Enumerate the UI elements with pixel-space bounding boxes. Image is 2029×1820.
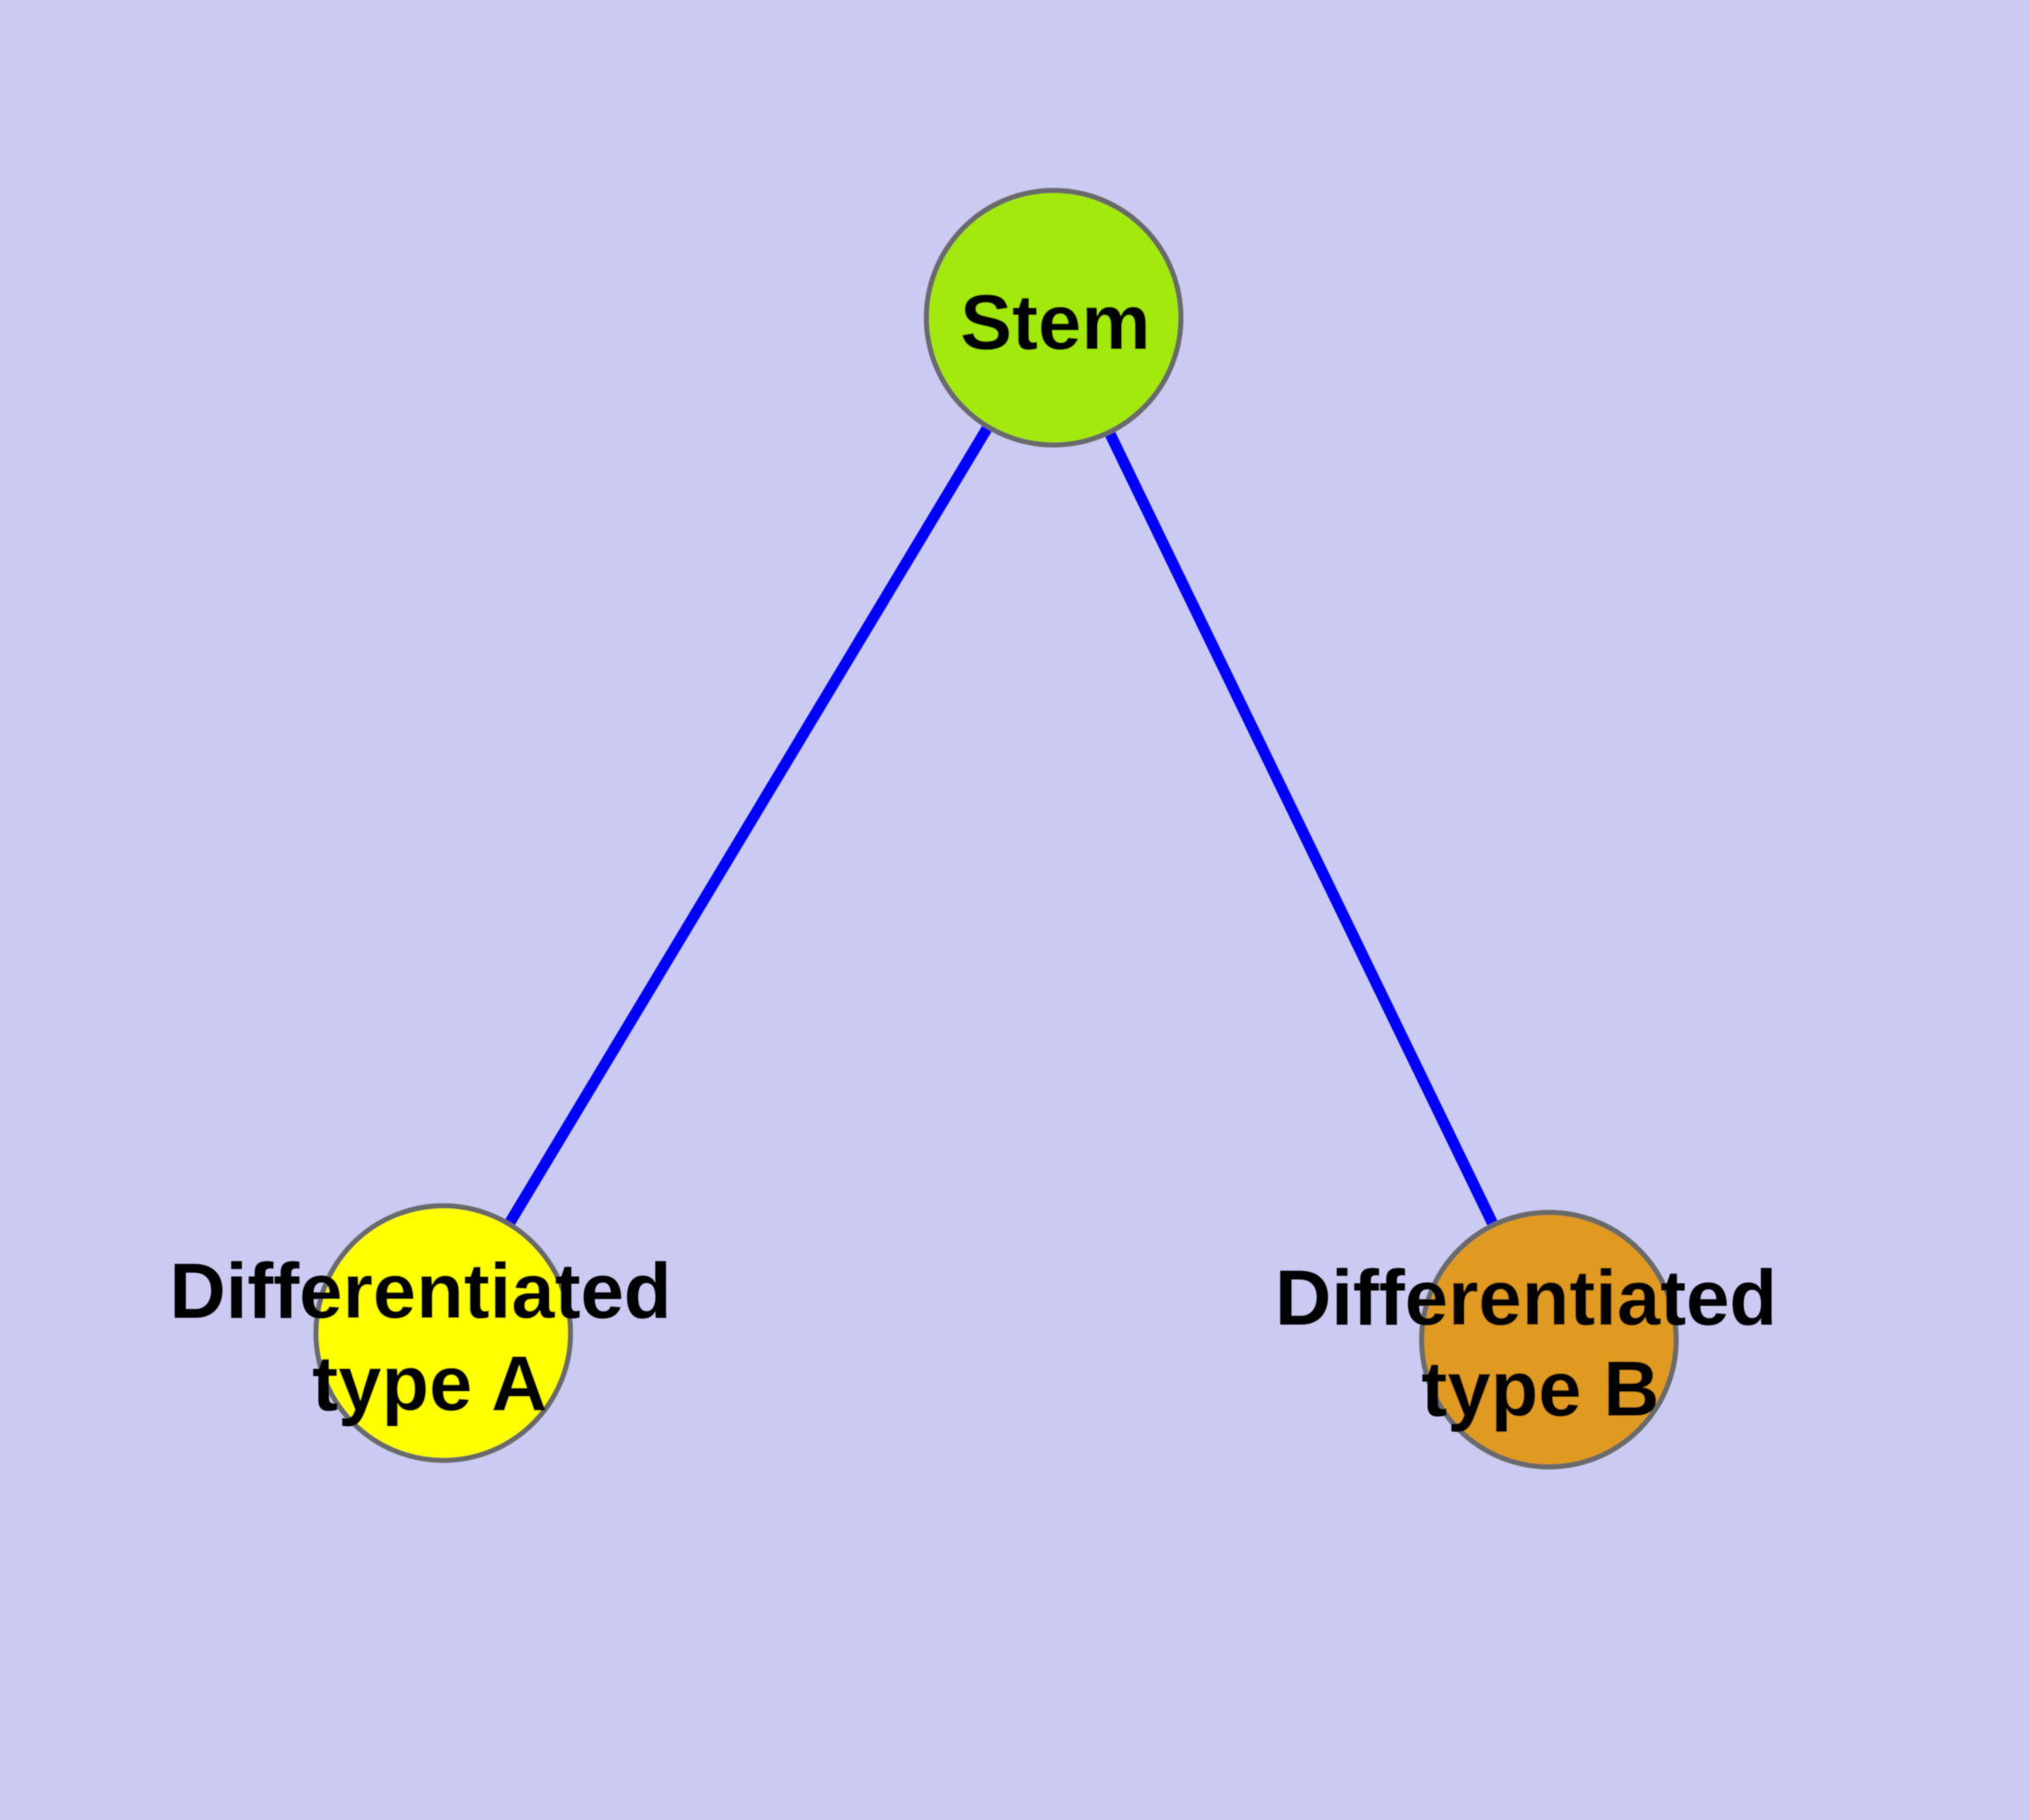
svg-text:type A: type A (312, 1341, 547, 1428)
svg-text:type B: type B (1421, 1346, 1660, 1433)
svg-text:Stem: Stem (960, 279, 1151, 366)
svg-text:Differentiated: Differentiated (1275, 1255, 1777, 1342)
svg-text:Differentiated: Differentiated (169, 1248, 672, 1335)
